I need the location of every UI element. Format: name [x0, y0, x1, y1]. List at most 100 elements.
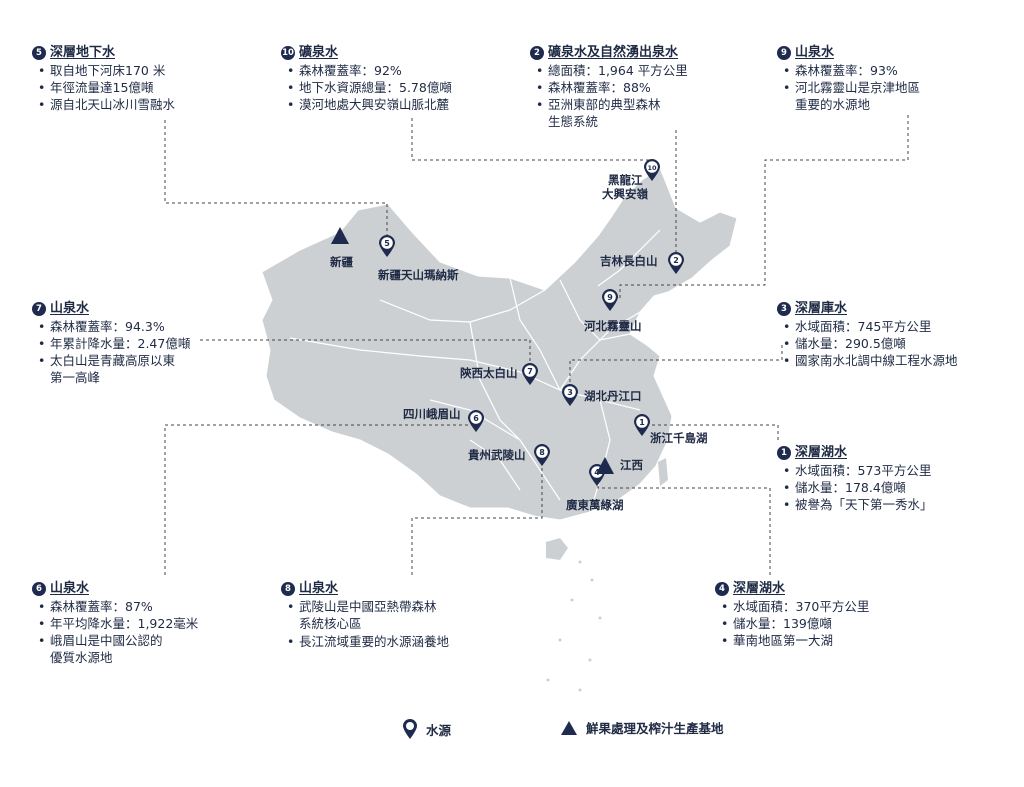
callout-item: 儲水量：290.5億噸 — [783, 335, 958, 352]
callout-item-continued: 重要的水源地 — [795, 97, 871, 112]
callout-item: 森林覆蓋率：88% — [536, 79, 688, 96]
callout-item: 年累計降水量：2.47億噸 — [38, 335, 190, 352]
marker-label: 新疆天山瑪納斯 — [378, 268, 459, 282]
callout-item: 森林覆蓋率：87% — [38, 598, 198, 615]
source-number-badge: 7 — [32, 301, 46, 316]
source-number-badge: 1 — [777, 445, 791, 460]
china-landmass — [261, 167, 738, 521]
production-base-triangle-icon — [596, 457, 614, 474]
location-pin-icon: 5 — [379, 235, 395, 257]
source-number-badge: 9 — [777, 45, 791, 60]
callout-item: 森林覆蓋率：93% — [783, 62, 920, 79]
base-label: 江西 — [620, 458, 643, 472]
location-pin-icon: 8 — [534, 444, 550, 466]
pin-number: 10 — [647, 164, 657, 172]
marker-label: 黑龍江 — [608, 173, 643, 187]
location-pin-icon: 6 — [468, 410, 484, 432]
callout-title: 山泉水 — [795, 45, 835, 60]
callout-item: 儲水量：139億噸 — [721, 615, 869, 632]
callout-item: 森林覆蓋率：92% — [287, 62, 452, 79]
callout-title: 礦泉水及自然湧出泉水 — [548, 45, 679, 60]
location-pin-icon — [403, 719, 417, 739]
location-pin-icon: 2 — [668, 252, 684, 274]
callout-source-1: 1 深層湖水 水域面積：573平方公里儲水量：178.4億噸被譽為「天下第一秀水」 — [777, 444, 933, 513]
pin-number: 2 — [673, 256, 679, 265]
callout-item: 森林覆蓋率：94.3% — [38, 318, 190, 335]
callout-item-continued: 系統核心區 — [299, 616, 362, 631]
callout-item: 長江流域重要的水源涵養地 — [287, 633, 449, 650]
location-pin-icon: 7 — [522, 363, 538, 385]
location-pin-icon: 9 — [602, 289, 618, 311]
source-number-badge: 4 — [715, 581, 729, 596]
source-markers: 10529736184 — [379, 159, 684, 486]
source-number-badge: 5 — [32, 45, 46, 60]
callout-title: 山泉水 — [299, 581, 339, 596]
callout-item: 儲水量：178.4億噸 — [783, 479, 933, 496]
callout-source-2: 2 礦泉水及自然湧出泉水 總面積：1,964 平方公里森林覆蓋率：88%亞洲東部的… — [530, 44, 688, 130]
callout-title: 深層庫水 — [795, 301, 848, 316]
callout-item: 被譽為「天下第一秀水」 — [783, 496, 932, 513]
callout-source-3: 3 深層庫水 水域面積：745平方公里儲水量：290.5億噸國家南水北調中線工程水… — [777, 300, 958, 369]
marker-label: 吉林長白山 — [600, 254, 658, 268]
callout-item: 漠河地處大興安嶺山脈北麓 — [287, 96, 452, 113]
callout-item: 年徑流量達15億噸 — [38, 79, 175, 96]
marker-label: 四川峨眉山 — [403, 407, 461, 421]
callout-item: 年平均降水量：1,922毫米 — [38, 615, 198, 632]
legend-production-base: 鮮果處理及榨汁生產基地 — [560, 718, 724, 737]
callout-source-9: 9 山泉水 森林覆蓋率：93%河北霧靈山是京津地區 重要的水源地 — [777, 44, 920, 113]
marker-label: 大興安嶺 — [602, 187, 648, 201]
pin-number: 6 — [473, 414, 479, 423]
callout-item: 亞洲東部的典型森林 — [536, 96, 688, 113]
callout-item: 武陵山是中國亞熱帶森林 — [287, 598, 449, 615]
callout-item: 水域面積：573平方公里 — [783, 462, 933, 479]
callout-item-continued: 生態系統 — [548, 114, 599, 129]
source-number-badge: 2 — [530, 45, 544, 60]
callout-item: 地下水資源總量：5.78億噸 — [287, 79, 452, 96]
callout-item: 總面積：1,964 平方公里 — [536, 62, 688, 79]
callout-item: 華南地區第一大湖 — [721, 632, 869, 649]
pin-number: 3 — [567, 388, 573, 397]
marker-label: 陝西太白山 — [460, 366, 518, 380]
callout-source-4: 4 深層湖水 水域面積：370平方公里儲水量：139億噸華南地區第一大湖 — [715, 580, 869, 649]
location-pin-icon: 1 — [634, 414, 650, 436]
callout-item: 太白山是青藏高原以東 — [38, 352, 190, 369]
pin-number: 8 — [539, 448, 545, 457]
marker-label: 湖北丹江口 — [584, 389, 642, 403]
callout-title: 深層湖水 — [795, 445, 848, 460]
production-bases — [331, 227, 614, 474]
sea-islets — [546, 560, 602, 692]
marker-label: 貴州武陵山 — [468, 448, 526, 462]
callout-item: 水域面積：370平方公里 — [721, 598, 869, 615]
location-pin-icon: 10 — [644, 159, 660, 181]
marker-label: 河北霧靈山 — [584, 319, 642, 333]
source-number-badge: 8 — [281, 581, 295, 596]
base-label: 新疆 — [330, 255, 353, 269]
pin-number: 7 — [527, 367, 533, 376]
pin-number: 9 — [607, 293, 613, 302]
source-number-badge: 3 — [777, 301, 791, 316]
callout-item: 峨眉山是中國公認的 — [38, 632, 198, 649]
source-number-badge: 10 — [281, 45, 295, 60]
callout-item: 源自北天山冰川雪融水 — [38, 96, 175, 113]
island-taiwan — [658, 458, 668, 486]
callout-item: 水域面積：745平方公里 — [783, 318, 958, 335]
pin-number: 1 — [639, 418, 645, 427]
callout-item-continued: 第一高峰 — [50, 370, 101, 385]
callout-item: 河北霧靈山是京津地區 — [783, 79, 920, 96]
island-hainan — [546, 538, 568, 560]
callout-title: 深層湖水 — [733, 581, 786, 596]
callout-item: 國家南水北調中線工程水源地 — [783, 352, 957, 369]
callout-source-10: 10 礦泉水 森林覆蓋率：92%地下水資源總量：5.78億噸漠河地處大興安嶺山脈北… — [281, 44, 452, 113]
province-borders — [289, 229, 661, 513]
legend-label: 水源 — [426, 722, 452, 738]
callout-title: 山泉水 — [50, 581, 90, 596]
leader-lines — [164, 115, 909, 575]
callout-source-8: 8 山泉水 武陵山是中國亞熱帶森林 系統核心區 長江流域重要的水源涵養地 — [281, 580, 449, 650]
legend-label: 鮮果處理及榨汁生產基地 — [586, 721, 724, 736]
callout-title: 深層地下水 — [50, 45, 116, 60]
legend-water-source: 水源 — [402, 718, 451, 740]
callout-title: 礦泉水 — [299, 45, 339, 60]
